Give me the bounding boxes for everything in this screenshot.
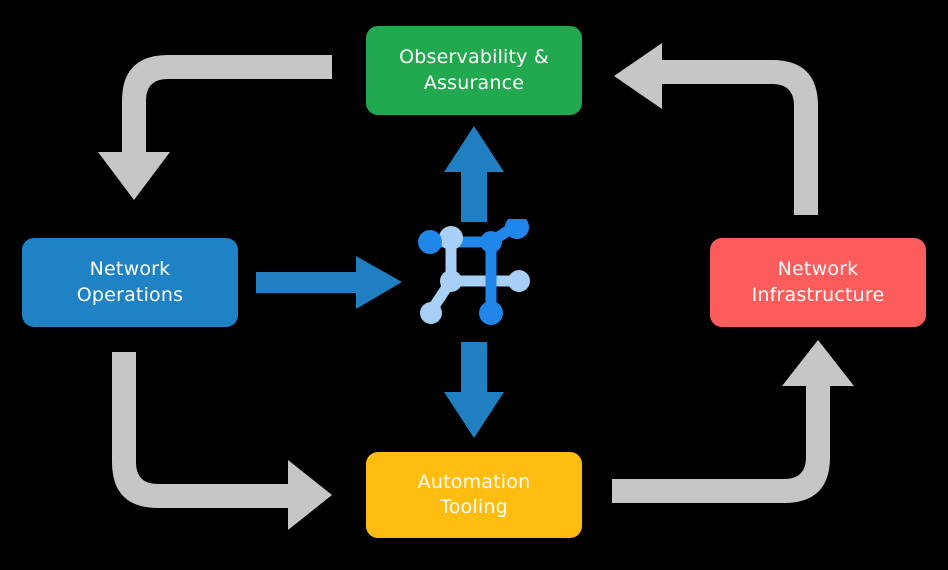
node-box-automation[interactable]: Automation Tooling [366,452,582,538]
arrow-center-to-observability [444,126,504,222]
arrow-automation-to-infrastructure [612,340,854,503]
arrow-infrastructure-to-observability [614,43,818,215]
network-topology-icon [418,219,530,325]
arrow-observability-to-operations [98,55,332,200]
arrow-center-to-automation [444,342,504,438]
network-icon-nodes [418,219,530,325]
node-box-operations[interactable]: Network Operations [22,238,238,327]
arrow-operations-to-center [256,256,402,309]
node-label-observability: Observability & Assurance [399,46,549,94]
node-box-observability[interactable]: Observability & Assurance [366,26,582,115]
node-label-infrastructure: Network Infrastructure [751,258,885,306]
arrow-operations-to-automation [112,352,332,530]
node-label-operations: Network Operations [76,258,184,306]
node-label-automation: Automation Tooling [417,470,531,518]
node-box-infrastructure[interactable]: Network Infrastructure [710,238,926,327]
